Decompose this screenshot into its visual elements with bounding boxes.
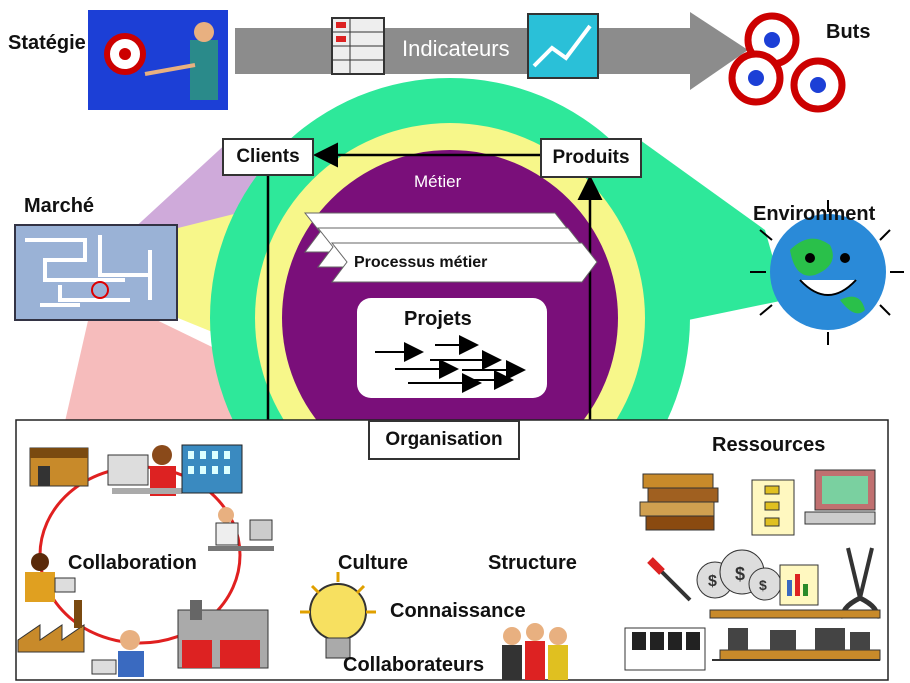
computer-icon [804, 469, 876, 525]
report-document-icon [779, 564, 819, 606]
flowchart-document-icon [751, 479, 795, 536]
collaborators-label: Collaborateurs [343, 654, 485, 676]
strategy-label: Statégie [8, 32, 86, 54]
business-label: Métier [414, 172, 462, 191]
factory-icon [17, 600, 85, 653]
environment-globe-icon [750, 200, 904, 345]
knowledge-label: Connaissance [390, 600, 526, 622]
structure-label: Structure [488, 552, 577, 574]
office-worker-icon [107, 445, 182, 496]
team-people-icon [502, 623, 568, 680]
shop-building-icon [29, 447, 89, 487]
market-maze-picture [14, 224, 178, 321]
laptop-worker-icon [91, 630, 144, 677]
culture-label: Culture [338, 552, 408, 574]
business-process-label: Processus métier [354, 254, 488, 271]
goals-targets-icon [728, 12, 846, 113]
tower-building-icon [181, 444, 243, 494]
svg-text:$: $ [708, 573, 717, 590]
collaboration-label: Collaboration [68, 552, 197, 574]
environment-label: Environment [753, 203, 876, 225]
phone-worker-icon [25, 553, 76, 602]
business-process-chevrons [303, 212, 598, 283]
svg-text:$: $ [759, 577, 767, 593]
growth-chart-icon [527, 13, 599, 79]
lightbulb-icon [300, 572, 376, 659]
presenter-icon [190, 40, 218, 100]
market-label: Marché [24, 195, 95, 217]
products-box: Produits [540, 138, 642, 178]
goals-label: Buts [826, 21, 871, 43]
resources-label: Ressources [712, 434, 826, 456]
clients-box: Clients [222, 138, 314, 176]
organisation-box: Organisation [368, 420, 520, 460]
workbench-icon [709, 609, 881, 661]
svg-text:$: $ [735, 564, 745, 584]
projects-arrows [375, 335, 526, 393]
industrial-plant-icon [177, 600, 269, 669]
desk-worker-icon [208, 507, 274, 551]
indicators-label: Indicateurs [402, 36, 510, 61]
projects-label: Projets [404, 308, 472, 330]
screwdriver-icon [647, 557, 692, 602]
books-icon [639, 473, 719, 531]
server-racks-icon [624, 627, 706, 671]
money-bags-icon: $ $ $ [696, 549, 782, 601]
